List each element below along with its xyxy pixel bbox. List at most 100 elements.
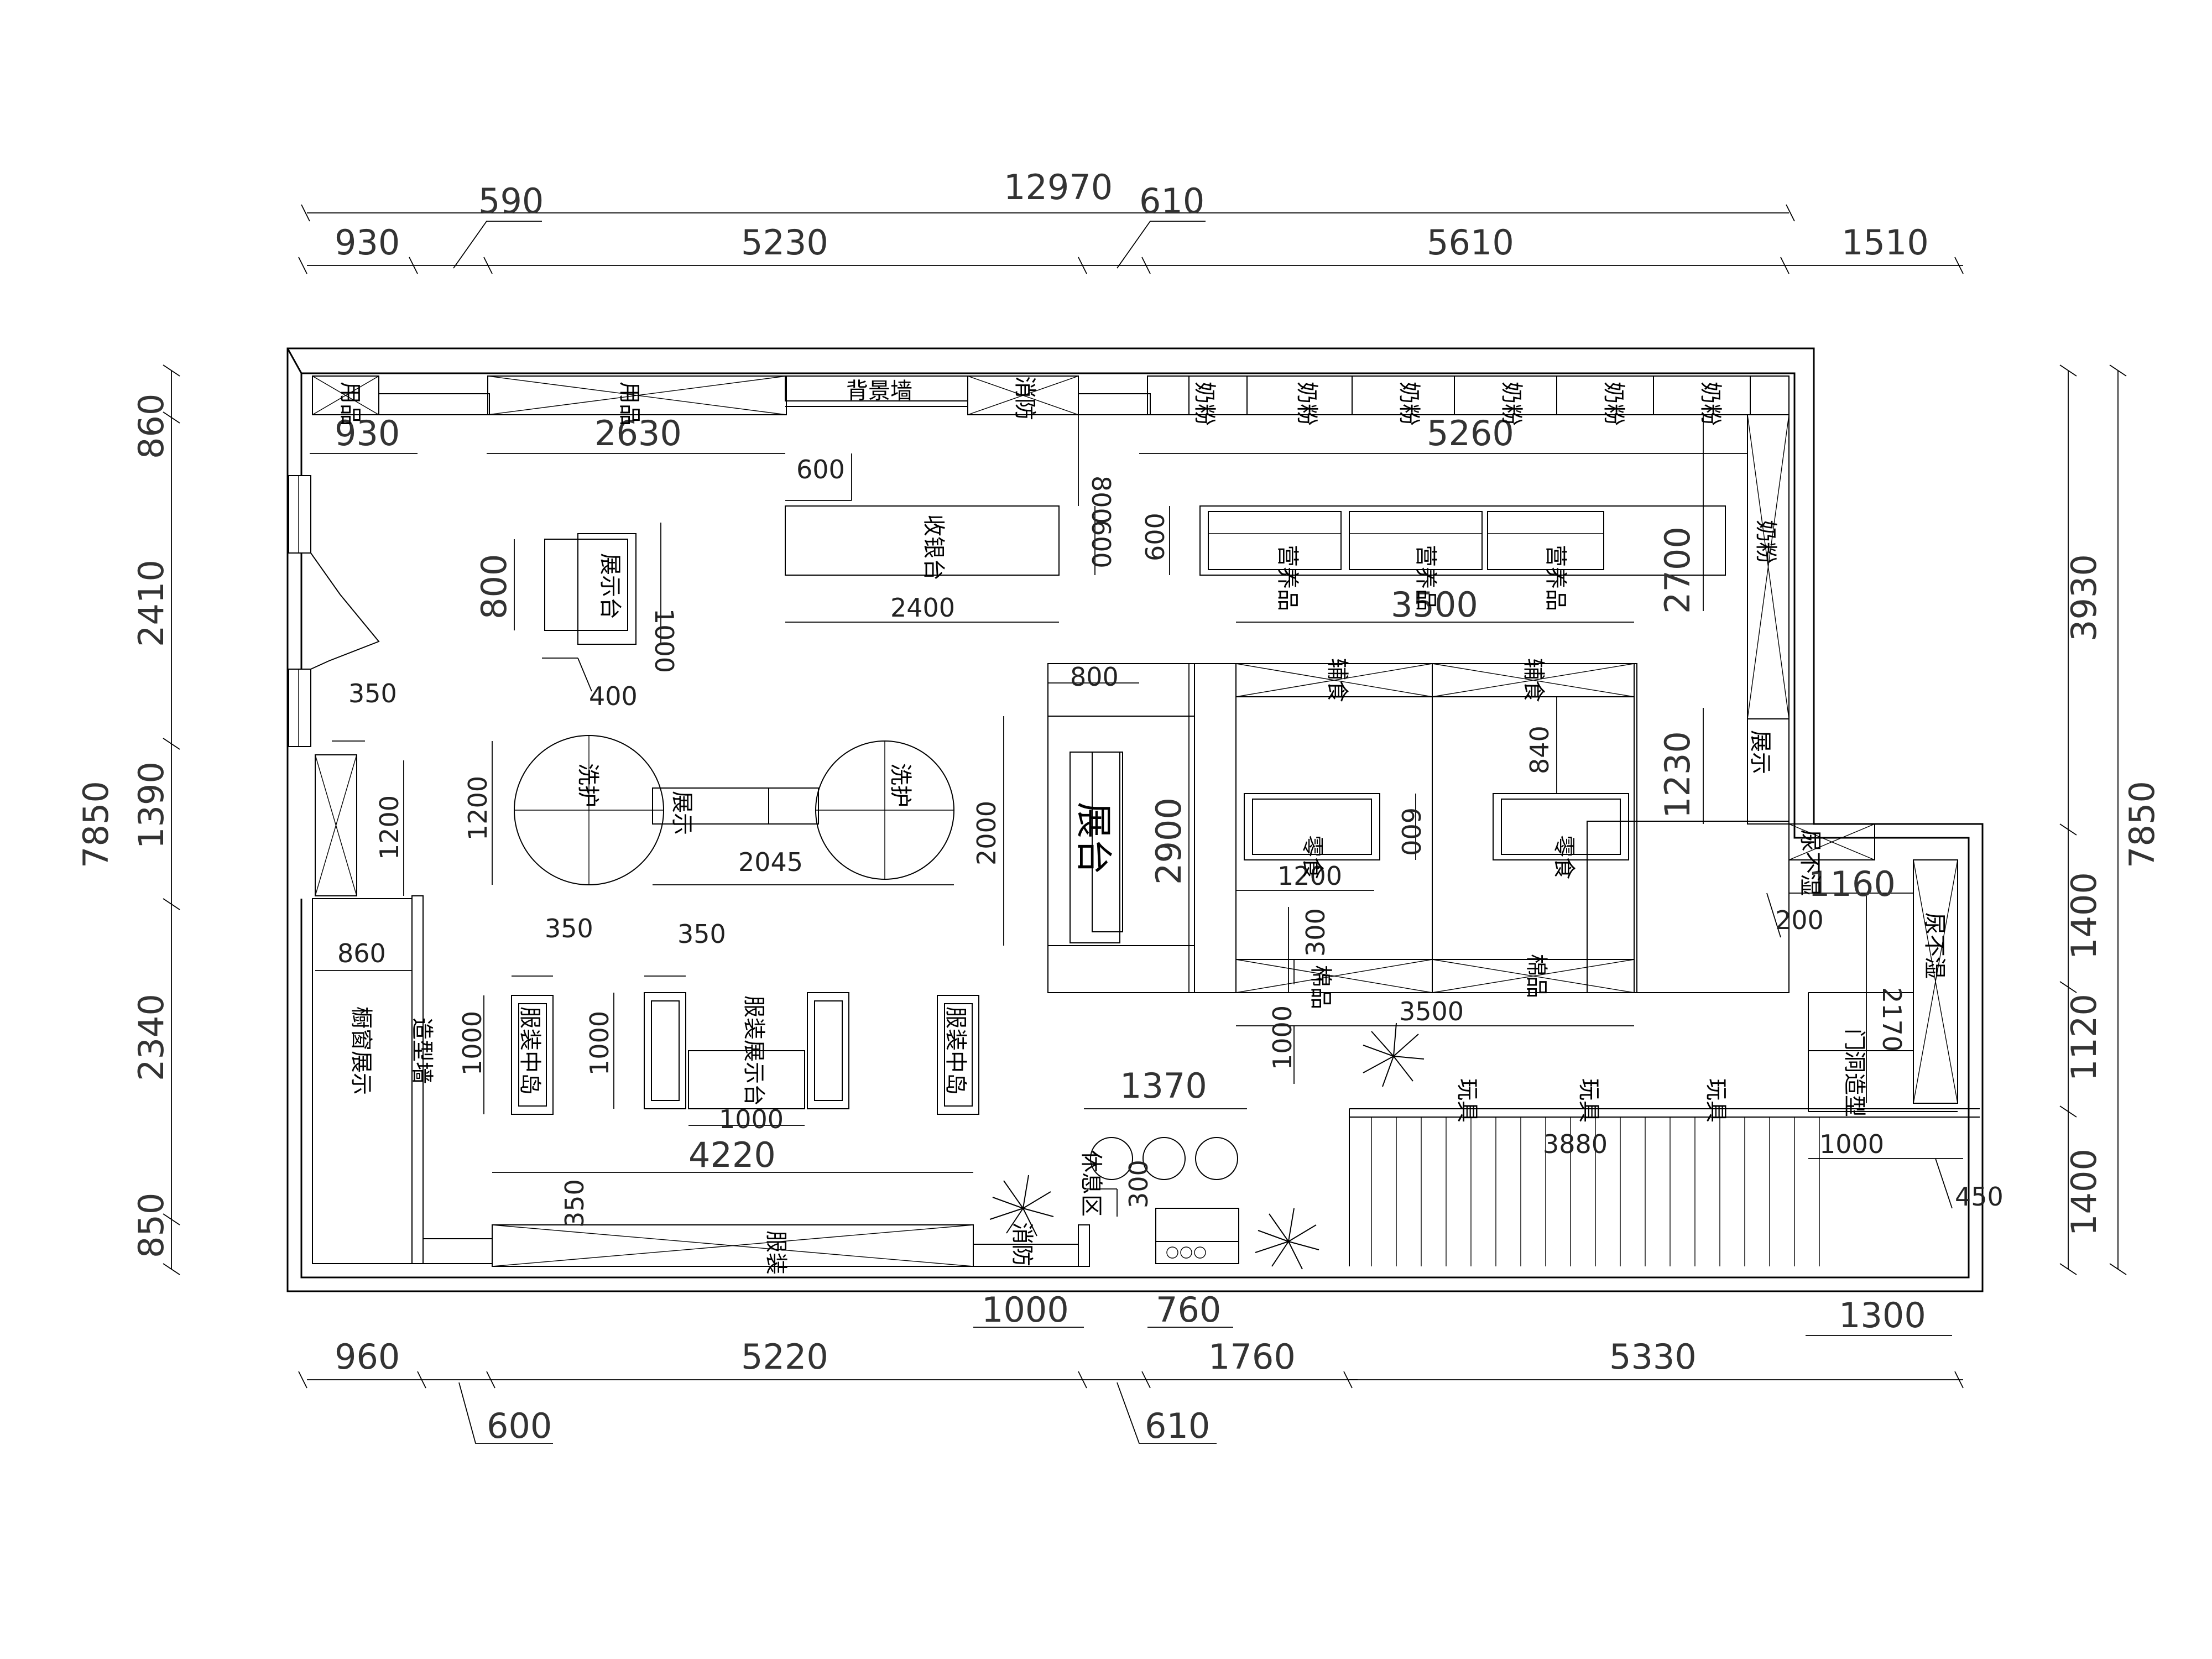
show-window (312, 754, 424, 1264)
cashier-area (785, 505, 1726, 576)
dim-in-2000: 2000 (972, 801, 1001, 865)
dim-left-2410: 2410 (131, 560, 171, 647)
label-show-window: 橱窗展示 (348, 1006, 374, 1095)
label-yongpin-1: 用品 (337, 382, 363, 426)
dim-in-4220: 4220 (688, 1135, 776, 1175)
dim-in-600v: 600 (1086, 520, 1116, 568)
top-shelves (312, 375, 1790, 825)
toy-platform (1349, 1108, 1980, 1266)
dim-top-610: 610 (1139, 181, 1204, 221)
dim-bottom-5220: 5220 (741, 1337, 828, 1377)
dim-top-930: 930 (335, 222, 400, 263)
dim-in-2170: 2170 (1877, 987, 1907, 1052)
label-clothing-island-2: 服装中岛 (943, 1006, 968, 1095)
dim-top-590: 590 (478, 181, 544, 221)
dim-right-1120: 1120 (2064, 994, 2104, 1081)
label-toys-1: 玩具 (1454, 1078, 1480, 1123)
dim-bottom-1300: 1300 (1839, 1295, 1926, 1335)
dim-in-800c: 800 (1070, 662, 1119, 692)
label-complementary-2: 辅食 (1521, 658, 1546, 702)
label-fire-top: 消防 (1012, 376, 1037, 420)
dim-in-1200c: 1200 (1277, 861, 1342, 891)
label-yongpin-2: 用品 (617, 382, 642, 426)
dim-in-600: 600 (796, 455, 845, 484)
dim-in-1000c: 1000 (585, 1011, 614, 1076)
label-cashier: 收银台 (921, 514, 946, 581)
label-cotton-1: 棉品 (1308, 965, 1333, 1009)
dim-in-860: 860 (337, 938, 386, 968)
dim-in-1230: 1230 (1657, 731, 1698, 818)
area-labels: 用品 用品 背景墙 消防 奶粉 奶粉 奶粉 奶粉 奶粉 奶粉 奶粉 收银台 营养… (337, 376, 1947, 1275)
dim-in-1160: 1160 (1808, 864, 1896, 904)
dim-bottom-1760: 1760 (1208, 1337, 1296, 1377)
label-diaper-1: 尿不湿 (1797, 830, 1823, 896)
dim-in-3500a: 3500 (1391, 585, 1478, 625)
label-diaper-2: 尿不湿 (1922, 912, 1947, 979)
dim-in-1000d: 1000 (719, 1104, 784, 1134)
dim-bottom-1000: 1000 (982, 1290, 1069, 1330)
round-tables (514, 735, 954, 885)
plant-icon (989, 1022, 1425, 1270)
label-milk-2: 奶粉 (1294, 382, 1319, 426)
dim-in-3500b: 3500 (1399, 997, 1464, 1026)
dim-in-2400: 2400 (890, 593, 955, 623)
food-island (1194, 663, 1637, 993)
outer-walls (286, 347, 1984, 1292)
label-milk-4: 奶粉 (1499, 382, 1524, 426)
label-platform: 展台 (1072, 802, 1115, 875)
label-snack-1: 零食 (1300, 835, 1325, 879)
dim-left-1390: 1390 (131, 761, 171, 849)
dim-in-350d: 350 (560, 1179, 589, 1228)
dim-bottom-610: 610 (1145, 1406, 1210, 1446)
dim-in-800a: 800 (1086, 476, 1116, 524)
dim-right-1400b: 1400 (2064, 1149, 2104, 1236)
label-background-wall: 背景墙 (846, 378, 912, 404)
dim-top-5610: 5610 (1427, 222, 1514, 263)
dim-in-350c: 350 (677, 919, 726, 949)
label-milk-5: 奶粉 (1601, 382, 1626, 426)
label-clothing: 服装 (763, 1230, 789, 1275)
dim-left-2340: 2340 (131, 994, 171, 1081)
dim-in-2630: 2630 (594, 413, 682, 453)
dimension-lines (163, 204, 2127, 1444)
label-toys-3: 玩具 (1703, 1078, 1729, 1123)
dim-right-1400a: 1400 (2064, 872, 2104, 959)
dim-right-3930: 3930 (2064, 554, 2104, 641)
dim-in-1200a: 1200 (374, 795, 404, 860)
rest-area (1090, 1137, 1239, 1264)
label-display-1: 展示 (669, 791, 695, 835)
label-milk-6: 奶粉 (1698, 382, 1723, 426)
dim-left-850: 850 (131, 1193, 171, 1258)
right-shelves (1587, 821, 1958, 1112)
display-table-small (544, 533, 637, 645)
dim-in-1000f: 1000 (1819, 1129, 1884, 1159)
dim-top-5230: 5230 (741, 222, 828, 263)
dim-in-300b: 300 (1124, 1160, 1154, 1208)
dim-right-total: 7850 (2122, 781, 2162, 868)
dim-in-1200b: 1200 (463, 776, 493, 841)
dim-in-200: 200 (1775, 905, 1824, 935)
label-toys-2: 玩具 (1576, 1078, 1601, 1123)
dim-in-800b: 800 (474, 554, 514, 619)
label-clothing-island-1: 服装中岛 (517, 1006, 542, 1095)
dim-in-1000b: 1000 (457, 1011, 487, 1076)
dim-in-1370: 1370 (1120, 1066, 1207, 1106)
dim-in-400: 400 (589, 681, 638, 711)
dim-in-1000a: 1000 (649, 608, 679, 673)
dim-in-840: 840 (1525, 726, 1554, 774)
label-milk-1: 奶粉 (1192, 382, 1217, 426)
label-nutrition-3: 营养品 (1543, 545, 1568, 611)
label-nutrition-1: 营养品 (1275, 545, 1300, 611)
dim-in-300a: 300 (1301, 908, 1331, 957)
label-milk-side: 奶粉 (1753, 520, 1778, 564)
dim-top-1510: 1510 (1841, 222, 1929, 263)
entrance-door (288, 475, 380, 747)
label-nutrition-2: 营养品 (1413, 545, 1438, 611)
clothing-islands (511, 992, 979, 1115)
label-feature-wall: 造型墙 (409, 1018, 435, 1084)
label-rest-area: 休息区 (1078, 1150, 1104, 1217)
label-snack-2: 零食 (1551, 835, 1577, 879)
label-complementary-1: 辅食 (1324, 658, 1350, 702)
dim-in-350a: 350 (348, 679, 397, 708)
